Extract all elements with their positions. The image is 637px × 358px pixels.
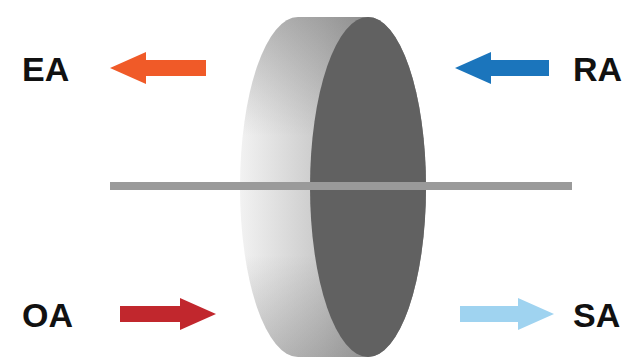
air-stream-label: EA xyxy=(22,52,69,86)
air-stream-label: RA xyxy=(573,52,622,86)
return-air-arrow xyxy=(455,52,549,84)
supply-air-arrow xyxy=(460,298,554,330)
exhaust-air-arrow xyxy=(110,52,206,84)
air-stream-label: OA xyxy=(22,298,73,332)
air-stream-label: SA xyxy=(573,298,620,332)
wheel-axis xyxy=(110,182,572,190)
outside-air-arrow xyxy=(120,298,216,330)
